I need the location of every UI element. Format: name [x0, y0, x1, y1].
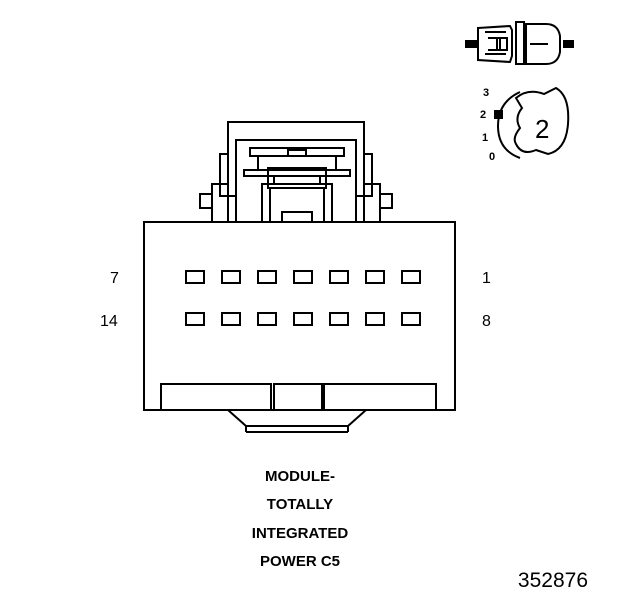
connector-side-view-icon [465, 21, 574, 65]
pin-label-7: 7 [110, 270, 119, 287]
caption-line-1: MODULE- [265, 468, 335, 485]
caption-line-2: TOTALLY [267, 496, 333, 513]
pin-cavity [401, 270, 421, 284]
pin-cavity [221, 312, 241, 326]
pin-cavity [329, 312, 349, 326]
pin-label-8: 8 [482, 313, 491, 330]
pin-cavity [221, 270, 241, 284]
position-gauge-icon: 3 2 1 0 2 [480, 86, 570, 163]
pin-label-1: 1 [482, 270, 491, 287]
gauge-scale-2: 2 [480, 109, 486, 121]
pin-cavity [329, 270, 349, 284]
pin-cavity [185, 270, 205, 284]
pin-cavity [293, 312, 313, 326]
pin-cavity [185, 312, 205, 326]
connector-body [143, 121, 456, 433]
pin-label-14: 14 [100, 313, 118, 330]
gauge-scale-3: 3 [483, 87, 489, 99]
gauge-scale-0: 0 [489, 151, 495, 163]
gauge-scale-1: 1 [482, 132, 488, 144]
pin-cavities [185, 270, 421, 326]
pin-cavity [365, 270, 385, 284]
gauge-current-value: 2 [535, 114, 549, 144]
pin-cavity [257, 270, 277, 284]
caption-line-4: POWER C5 [260, 553, 340, 570]
figure-number: 352876 [518, 569, 588, 592]
pin-cavity [401, 312, 421, 326]
pin-cavity [365, 312, 385, 326]
pin-cavity [257, 312, 277, 326]
caption-line-3: INTEGRATED [252, 525, 349, 542]
pin-cavity [293, 270, 313, 284]
